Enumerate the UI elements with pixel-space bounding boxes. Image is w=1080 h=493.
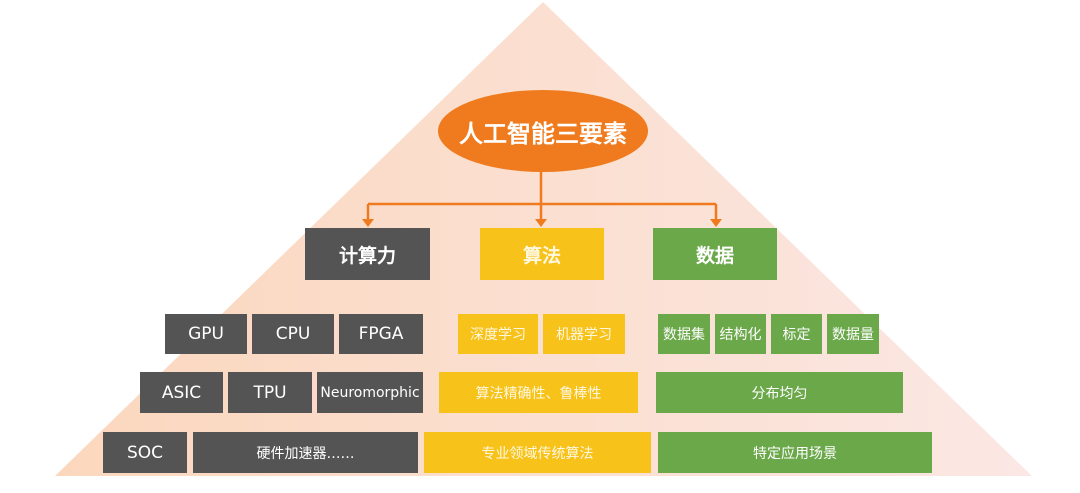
compute-item: TPU <box>228 372 312 413</box>
pillar-data: 数据 <box>653 228 777 280</box>
algorithm-item: 算法精确性、鲁棒性 <box>439 372 638 413</box>
title-ellipse: 人工智能三要素 <box>438 90 648 172</box>
compute-item: 硬件加速器…… <box>193 432 418 473</box>
data-item: 特定应用场景 <box>658 432 932 473</box>
data-item: 数据集 <box>658 314 710 354</box>
algorithm-item: 深度学习 <box>458 314 538 354</box>
algorithm-item: 机器学习 <box>543 314 625 354</box>
data-item: 数据量 <box>827 314 879 354</box>
pillar-compute: 计算力 <box>305 228 430 280</box>
compute-item: FPGA <box>339 314 423 354</box>
algorithm-item: 专业领域传统算法 <box>424 432 651 473</box>
compute-item: GPU <box>165 314 247 354</box>
data-item: 标定 <box>771 314 822 354</box>
connector-arrows <box>362 170 722 227</box>
data-item: 分布均匀 <box>656 372 903 413</box>
compute-item: CPU <box>252 314 334 354</box>
data-item: 结构化 <box>715 314 766 354</box>
pillar-algorithm: 算法 <box>480 228 604 280</box>
compute-item: SOC <box>103 432 187 473</box>
compute-item: ASIC <box>140 372 223 413</box>
compute-item: Neuromorphic <box>317 372 423 413</box>
